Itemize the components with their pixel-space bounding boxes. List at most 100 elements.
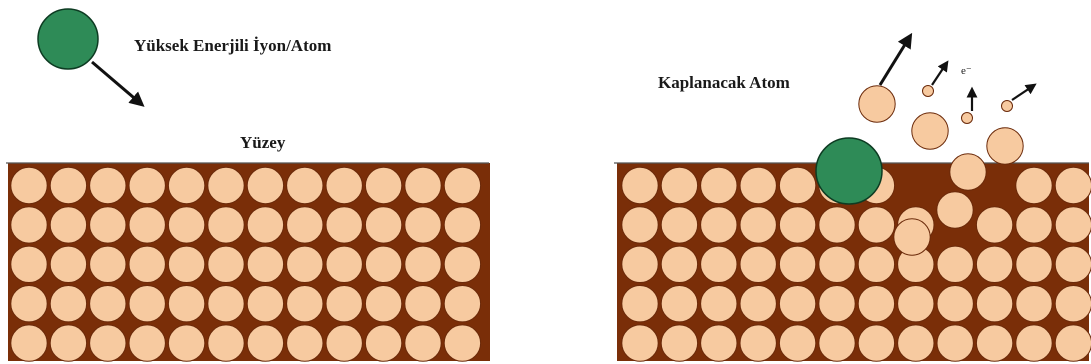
substrate-atom (661, 286, 697, 322)
substrate-atom (661, 246, 697, 282)
substrate-atom (405, 207, 441, 243)
substrate-atom (168, 207, 204, 243)
substrate-atom (90, 207, 126, 243)
electron-label: e⁻ (961, 64, 972, 77)
substrate-atom (90, 286, 126, 322)
substrate-atom (819, 325, 855, 361)
substrate-atom (50, 167, 86, 203)
substrate-atom (247, 207, 283, 243)
substrate-atom (208, 207, 244, 243)
substrate-atom (444, 207, 480, 243)
substrate-atom (779, 246, 815, 282)
substrate-atom (444, 286, 480, 322)
substrate-atom (11, 325, 47, 361)
substrate-atom (365, 207, 401, 243)
substrate-atom (1055, 207, 1091, 243)
substrate-atom (1055, 246, 1091, 282)
substrate-atom (50, 325, 86, 361)
substrate-atom (701, 246, 737, 282)
substrate-atom (819, 246, 855, 282)
substrate-atom (168, 246, 204, 282)
substrate-atom (326, 246, 362, 282)
substrate-atom (208, 325, 244, 361)
substrate-atom (1016, 207, 1052, 243)
particle-arrow (932, 64, 946, 85)
substrate-atom (779, 325, 815, 361)
substrate-atom (168, 286, 204, 322)
displaced-atom (894, 219, 930, 255)
substrate-atom (779, 286, 815, 322)
high-energy-ion-label: Yüksek Enerjili İyon/Atom (134, 36, 331, 56)
sputtered-atom (987, 128, 1023, 164)
substrate-atom (287, 325, 323, 361)
substrate-atom (90, 167, 126, 203)
substrate-atom (1055, 167, 1091, 203)
substrate-atom (90, 246, 126, 282)
substrate-atom (326, 207, 362, 243)
substrate-atom (365, 325, 401, 361)
substrate-atom (819, 286, 855, 322)
embedded-ion (816, 138, 882, 204)
surface-label: Yüzey (240, 133, 285, 153)
substrate-atom (661, 325, 697, 361)
substrate-atom (858, 246, 894, 282)
substrate-atom (287, 207, 323, 243)
substrate-atom (11, 246, 47, 282)
substrate-atom (247, 325, 283, 361)
substrate-atom (405, 246, 441, 282)
substrate-atom (819, 207, 855, 243)
substrate-atom (129, 246, 165, 282)
substrate-atom (208, 246, 244, 282)
substrate-atom (208, 286, 244, 322)
substrate-atom (976, 246, 1012, 282)
substrate-atom (898, 325, 934, 361)
substrate-atom (937, 246, 973, 282)
substrate-atom (937, 325, 973, 361)
substrate-atom (208, 167, 244, 203)
incoming-ion (38, 9, 98, 69)
substrate-atom (287, 167, 323, 203)
substrate-atom (90, 325, 126, 361)
substrate-atom (622, 246, 658, 282)
substrate-atom (444, 246, 480, 282)
ejected-particle (962, 113, 973, 124)
substrate-atom (365, 286, 401, 322)
substrate-atom (1016, 286, 1052, 322)
substrate-atom (287, 286, 323, 322)
displaced-atom (950, 154, 986, 190)
sputtered-atom (859, 86, 895, 122)
coating-atom-label: Kaplanacak Atom (658, 73, 790, 93)
substrate-atom (168, 325, 204, 361)
substrate-atom (740, 246, 776, 282)
ejected-particle (1002, 101, 1013, 112)
substrate-atom (405, 325, 441, 361)
substrate-atom (976, 325, 1012, 361)
sputtered-atom-arrow (880, 38, 909, 85)
substrate-atom (622, 286, 658, 322)
substrate-atom (129, 325, 165, 361)
substrate-atom (405, 286, 441, 322)
ion-trajectory-arrow (92, 62, 140, 103)
substrate-atom (740, 286, 776, 322)
substrate-atom (858, 286, 894, 322)
substrate-atom (858, 207, 894, 243)
substrate-atom (937, 286, 973, 322)
substrate-atom (287, 246, 323, 282)
substrate-atom (326, 167, 362, 203)
substrate-atom (661, 207, 697, 243)
substrate-atom (622, 325, 658, 361)
substrate-atom (622, 207, 658, 243)
substrate-atom (622, 167, 658, 203)
substrate-atom (11, 207, 47, 243)
substrate-atom (247, 167, 283, 203)
substrate-atom (50, 246, 86, 282)
substrate-atom (326, 286, 362, 322)
substrate-atom (129, 207, 165, 243)
ejected-particle (923, 86, 934, 97)
substrate-atom (365, 246, 401, 282)
substrate-atom (444, 167, 480, 203)
substrate-atom (701, 207, 737, 243)
sputtered-atom (912, 113, 948, 149)
substrate-atom (1055, 325, 1091, 361)
